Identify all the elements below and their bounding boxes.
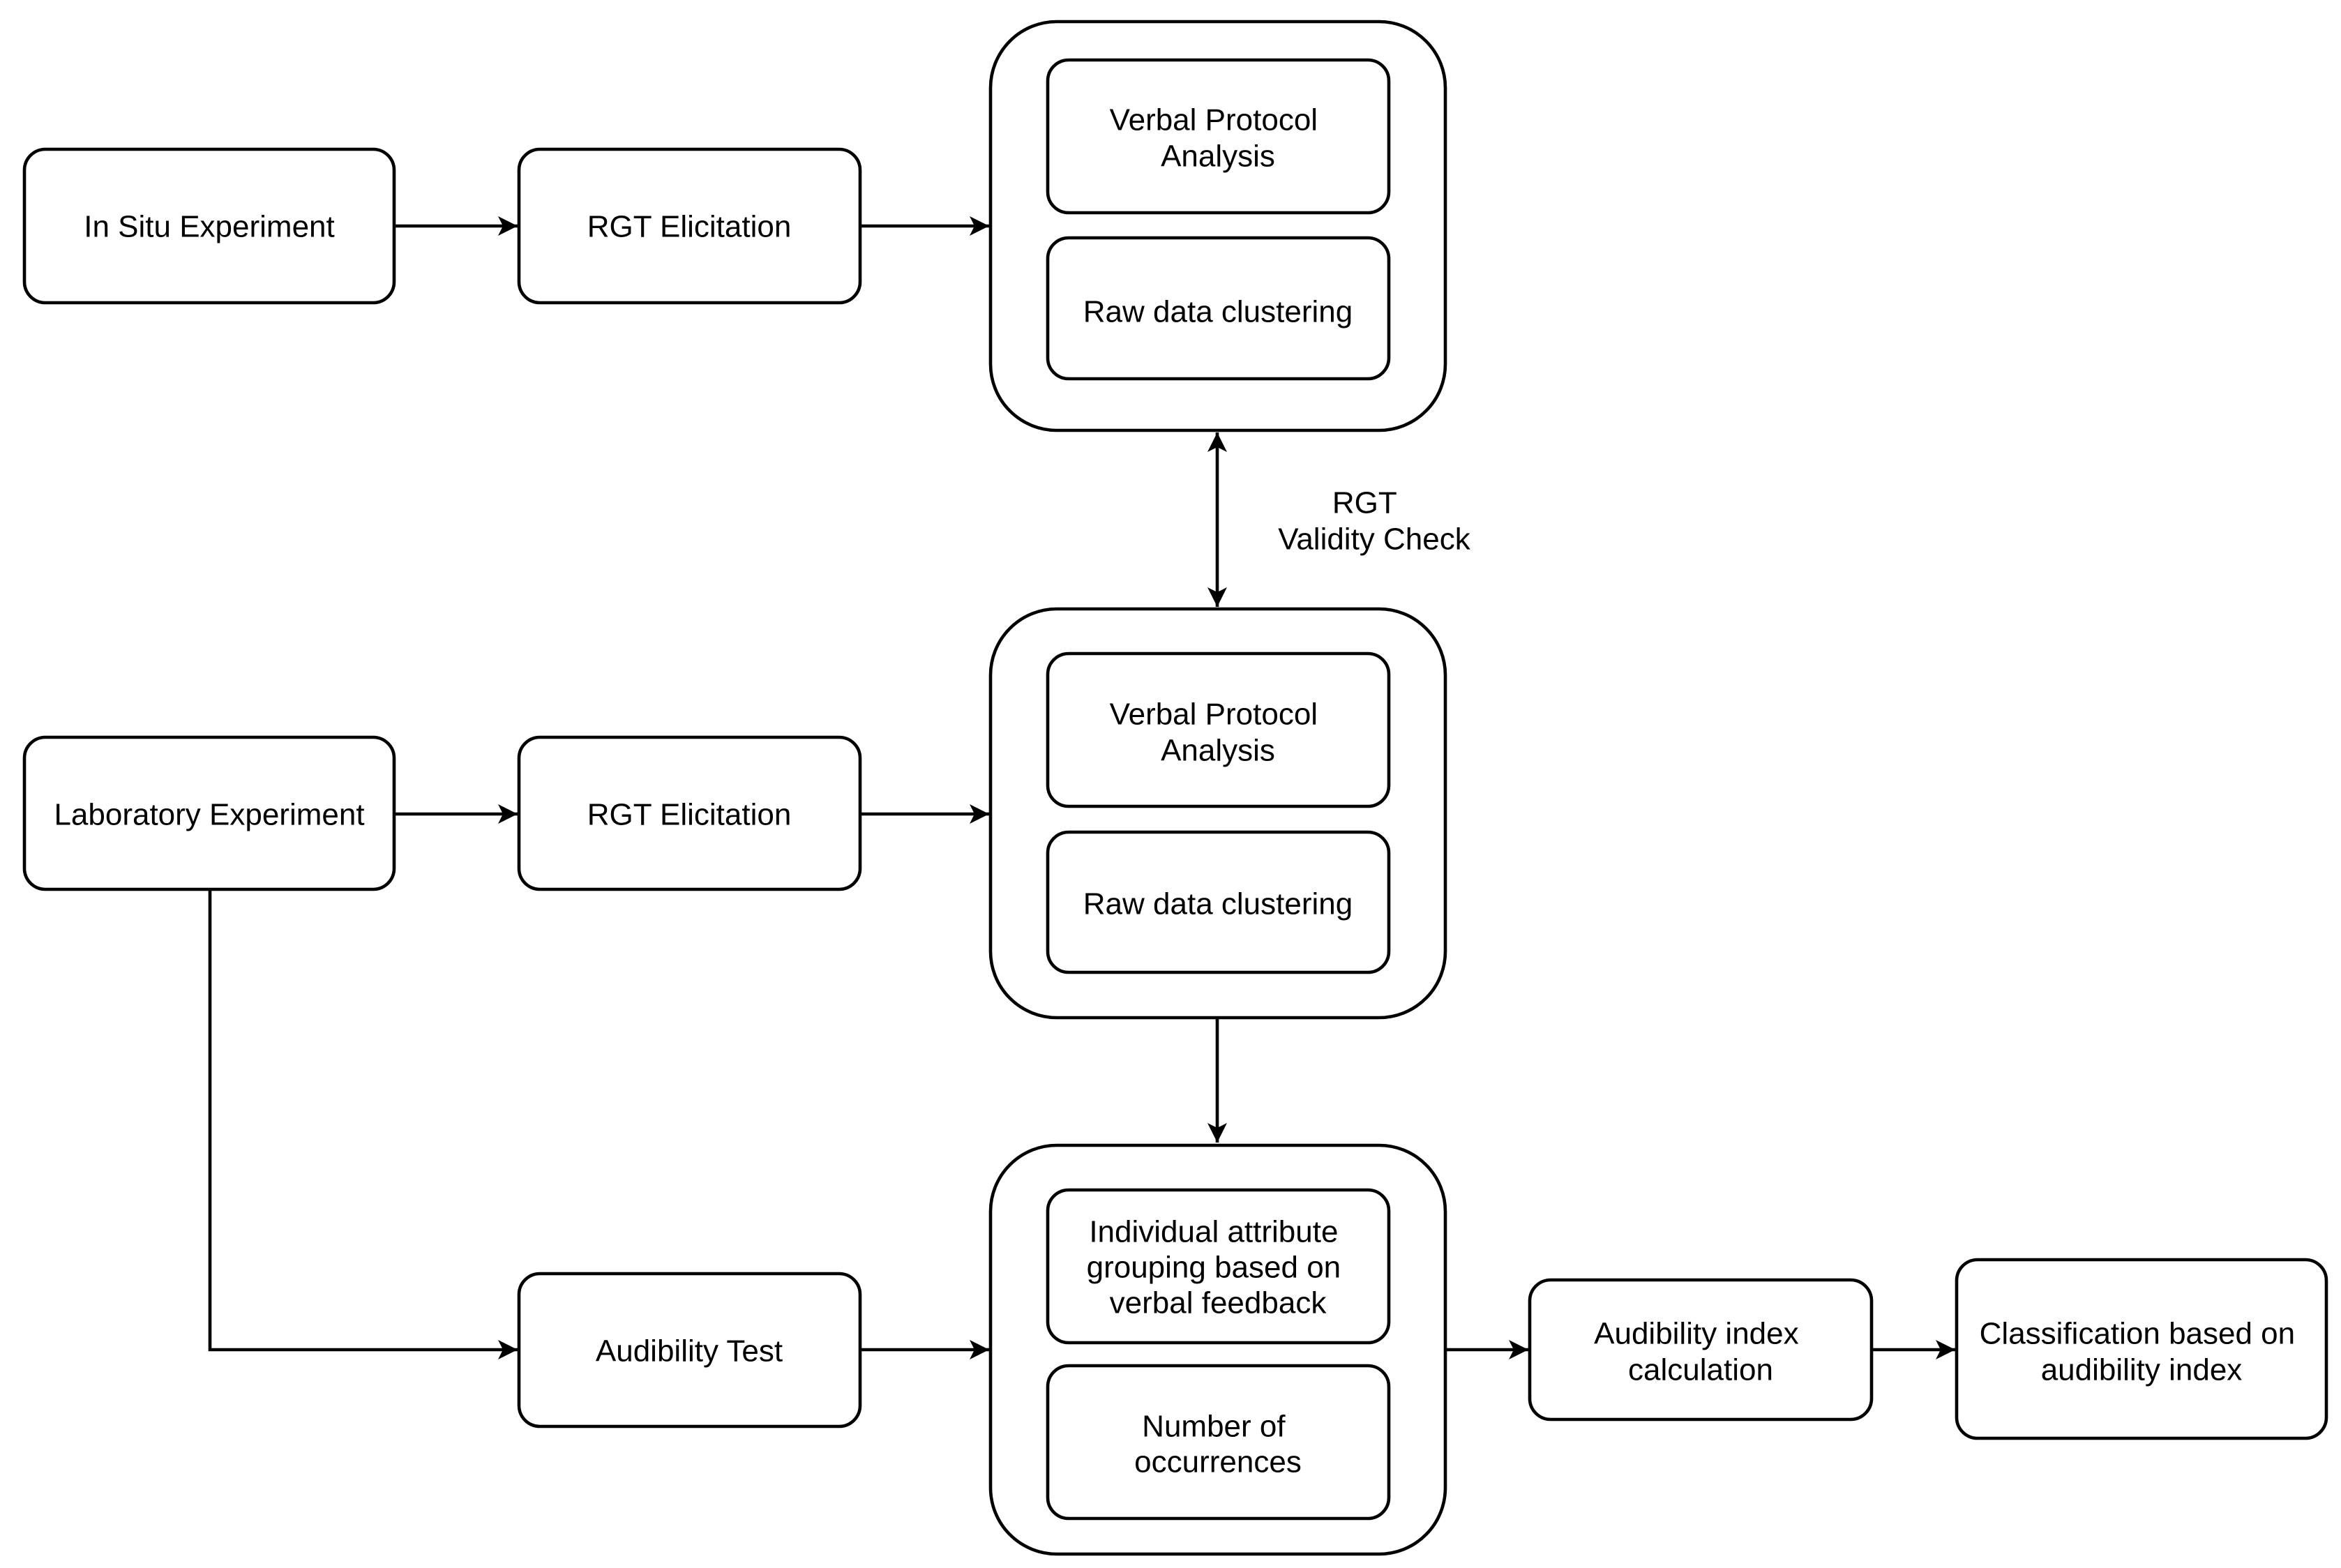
node-raw-data-clustering-1: Raw data clustering <box>1046 236 1391 381</box>
node-verbal-protocol-analysis-2-label: Verbal Protocol Analysis <box>1110 697 1327 767</box>
node-attribute-grouping: Individual attribute grouping based on v… <box>1046 1188 1391 1345</box>
node-classification: Classification based on audibility index <box>1955 1258 2328 1440</box>
node-raw-data-clustering-2: Raw data clustering <box>1046 830 1391 974</box>
node-classification-label: Classification based on audibility index <box>1980 1316 2304 1387</box>
node-number-of-occurrences-label: Number of occurrences <box>1134 1409 1302 1479</box>
node-rgt-elicitation-2: RGT Elicitation <box>517 735 862 891</box>
node-rgt-elicitation-2-label: RGT Elicitation <box>587 797 792 831</box>
node-raw-data-clustering-2-label: Raw data clustering <box>1083 887 1353 921</box>
connectors <box>208 216 1955 1359</box>
node-audibility-test: Audibility Test <box>517 1272 862 1428</box>
node-verbal-protocol-analysis-1-label: Verbal Protocol Analysis <box>1110 103 1327 173</box>
node-laboratory-experiment: Laboratory Experiment <box>22 735 396 891</box>
node-attribute-grouping-label: Individual attribute grouping based on v… <box>1087 1214 1350 1320</box>
edge-label-rgt-validity-check: RGT Validity Check <box>1278 485 1471 556</box>
node-audibility-test-label: Audibility Test <box>596 1334 783 1368</box>
node-audibility-index-calculation-label: Audibility index calculation <box>1594 1316 1807 1387</box>
node-rgt-elicitation-1: RGT Elicitation <box>517 147 862 305</box>
node-laboratory-experiment-label: Laboratory Experiment <box>54 797 364 831</box>
edge-lab-to-audibility-test <box>208 889 518 1359</box>
node-raw-data-clustering-1-label: Raw data clustering <box>1083 294 1353 329</box>
node-audibility-index-calculation: Audibility index calculation <box>1528 1278 1874 1422</box>
node-rgt-elicitation-1-label: RGT Elicitation <box>587 209 792 243</box>
node-verbal-protocol-analysis-2: Verbal Protocol Analysis <box>1046 651 1391 808</box>
node-in-situ-experiment-label: In Situ Experiment <box>84 209 335 243</box>
node-number-of-occurrences: Number of occurrences <box>1046 1364 1391 1521</box>
node-verbal-protocol-analysis-1: Verbal Protocol Analysis <box>1046 58 1391 215</box>
node-in-situ-experiment: In Situ Experiment <box>22 147 396 305</box>
